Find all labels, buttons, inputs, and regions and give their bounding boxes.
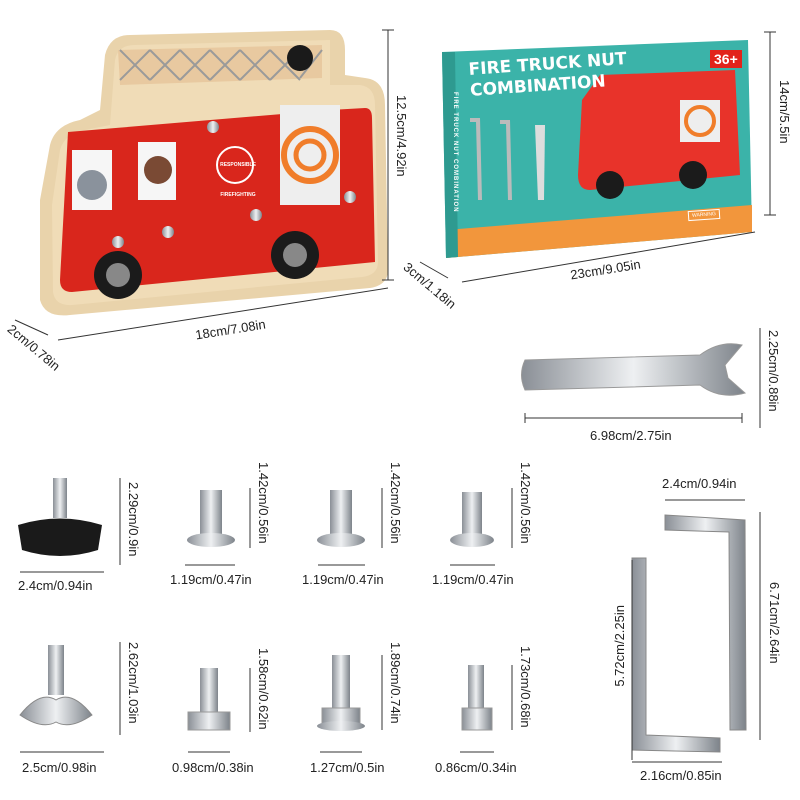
wooden-fire-truck-board	[40, 30, 388, 316]
wrench	[521, 343, 747, 396]
hexbolt-width-label: 0.98cm/0.38in	[172, 760, 254, 775]
box-side-text: FIRE TRUCK NUT COMBINATION	[452, 92, 458, 213]
bolt3-width-label: 1.19cm/0.47in	[432, 572, 514, 587]
wing-nut-bolt	[19, 645, 93, 726]
wingnut-height-label: 2.62cm/1.03in	[126, 642, 141, 724]
dimension-lines	[14, 29, 776, 763]
hexbolt-height-label: 1.58cm/0.62in	[256, 648, 271, 730]
wingnut-width-label: 2.5cm/0.98in	[22, 760, 97, 775]
box-height-label: 14cm/5.5in	[777, 80, 792, 144]
cap-bolt	[461, 665, 493, 731]
flange-bolt	[317, 655, 365, 731]
flangebolt-height-label: 1.89cm/0.74in	[388, 642, 403, 724]
bolt-3	[450, 492, 494, 547]
knob-height-label: 2.29cm/0.9in	[126, 482, 141, 557]
hexkey-short-height-label: 5.72cm/2.25in	[612, 605, 627, 687]
bolt2-height-label: 1.42cm/0.56in	[388, 462, 403, 544]
hexkey-top-width-label: 2.4cm/0.94in	[662, 476, 737, 491]
firefighting-badge: RESPONSIBLE FIREFIGHTING	[220, 162, 256, 198]
hexkey-long-height-label: 6.71cm/2.64in	[767, 582, 782, 664]
hex-bolt	[187, 668, 231, 731]
wrench-length-label: 6.98cm/2.75in	[590, 428, 672, 443]
bolt1-width-label: 1.19cm/0.47in	[170, 572, 252, 587]
board-height-label: 12.5cm/4.92in	[394, 95, 409, 177]
plastic-knob	[18, 478, 102, 556]
bolt2-width-label: 1.19cm/0.47in	[302, 572, 384, 587]
capbolt-width-label: 0.86cm/0.34in	[435, 760, 517, 775]
bolt-2	[317, 490, 365, 547]
bolt-1	[187, 490, 235, 547]
flangebolt-width-label: 1.27cm/0.5in	[310, 760, 385, 775]
bolt1-height-label: 1.42cm/0.56in	[256, 462, 271, 544]
capbolt-height-label: 1.73cm/0.68in	[518, 646, 533, 728]
bolt3-height-label: 1.42cm/0.56in	[518, 462, 533, 544]
hexkey-bottom-width-label: 2.16cm/0.85in	[640, 768, 722, 783]
hex-key-long	[664, 514, 747, 731]
knob-width-label: 2.4cm/0.94in	[18, 578, 93, 593]
product-box	[442, 40, 752, 258]
hex-key-short	[631, 557, 721, 753]
age-badge: 36+	[710, 50, 742, 68]
wrench-width-label: 2.25cm/0.88in	[766, 330, 781, 412]
